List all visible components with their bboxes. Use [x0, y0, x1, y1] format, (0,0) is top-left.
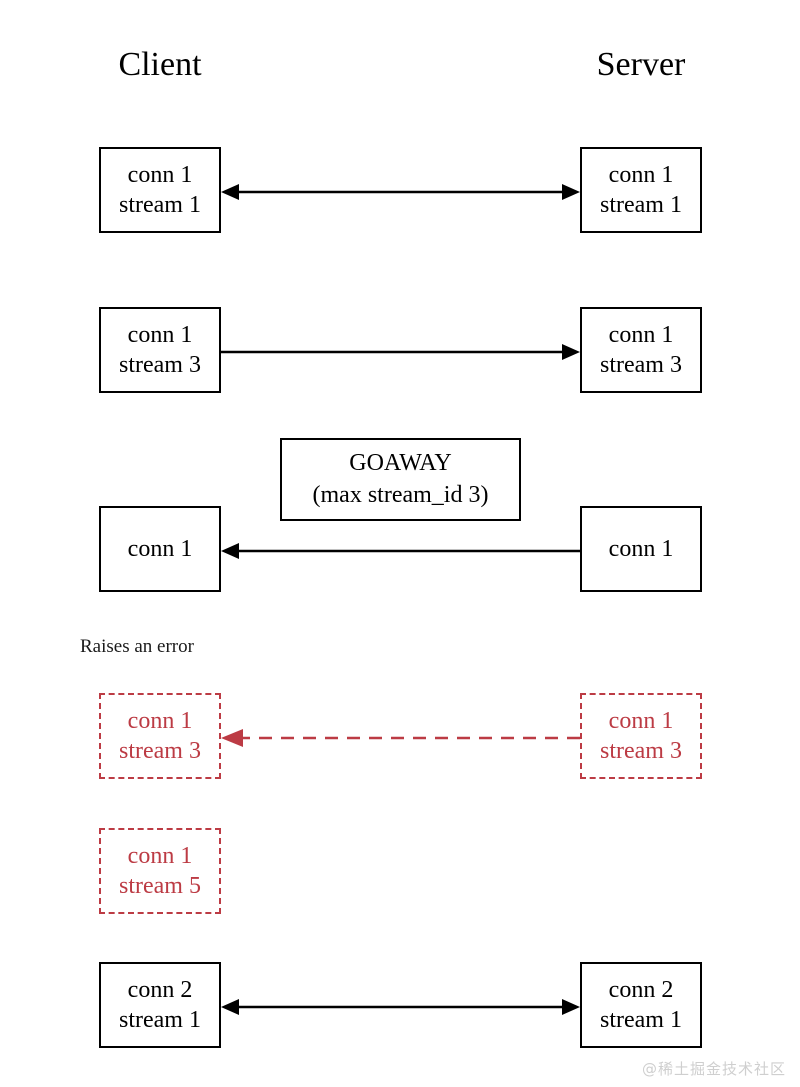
node-line-2: stream 3 [119, 352, 201, 378]
node-client-row-5-error[interactable]: conn 1 stream 5 [99, 828, 221, 914]
node-line-1: conn 1 [127, 322, 193, 348]
node-line-2: stream 5 [119, 873, 201, 899]
node-line-1: conn 2 [608, 977, 674, 1003]
node-line-1: conn 1 [127, 843, 193, 869]
arrow-row-1-bidirectional [221, 184, 580, 200]
watermark: @稀土掘金技术社区 [641, 1060, 786, 1078]
node-line-1: conn 1 [608, 322, 674, 348]
node-server-row-4-error[interactable]: conn 1 stream 3 [580, 693, 702, 779]
arrow-row-4-left-dashed [221, 729, 580, 747]
node-line-2: stream 1 [600, 192, 682, 218]
node-client-row-6[interactable]: conn 2 stream 1 [99, 962, 221, 1048]
node-server-row-1[interactable]: conn 1 stream 1 [580, 147, 702, 233]
arrow-row-6-bidirectional [221, 999, 580, 1015]
node-client-row-3[interactable]: conn 1 [99, 506, 221, 592]
goaway-message-box[interactable]: GOAWAY (max stream_id 3) [280, 438, 521, 521]
goaway-line-1: GOAWAY [349, 450, 452, 477]
node-line-1: conn 1 [127, 536, 193, 562]
note-raises-error: Raises an error [80, 636, 194, 657]
column-title-client: Client [118, 46, 202, 83]
node-server-row-3[interactable]: conn 1 [580, 506, 702, 592]
node-server-row-2[interactable]: conn 1 stream 3 [580, 307, 702, 393]
node-line-1: conn 1 [608, 708, 674, 734]
node-client-row-1[interactable]: conn 1 stream 1 [99, 147, 221, 233]
node-line-2: stream 3 [600, 352, 682, 378]
arrow-row-2-right [221, 344, 580, 360]
node-line-1: conn 1 [127, 162, 193, 188]
goaway-line-2: (max stream_id 3) [312, 481, 489, 508]
node-line-2: stream 1 [119, 192, 201, 218]
node-line-1: conn 1 [608, 536, 674, 562]
node-client-row-2[interactable]: conn 1 stream 3 [99, 307, 221, 393]
node-server-row-6[interactable]: conn 2 stream 1 [580, 962, 702, 1048]
node-line-1: conn 1 [608, 162, 674, 188]
node-line-2: stream 1 [600, 1007, 682, 1033]
node-line-1: conn 2 [127, 977, 193, 1003]
node-line-2: stream 1 [119, 1007, 201, 1033]
arrow-row-3-left [221, 543, 580, 559]
node-line-2: stream 3 [119, 738, 201, 764]
column-title-server: Server [596, 46, 686, 83]
node-line-1: conn 1 [127, 708, 193, 734]
node-client-row-4-error[interactable]: conn 1 stream 3 [99, 693, 221, 779]
node-line-2: stream 3 [600, 738, 682, 764]
